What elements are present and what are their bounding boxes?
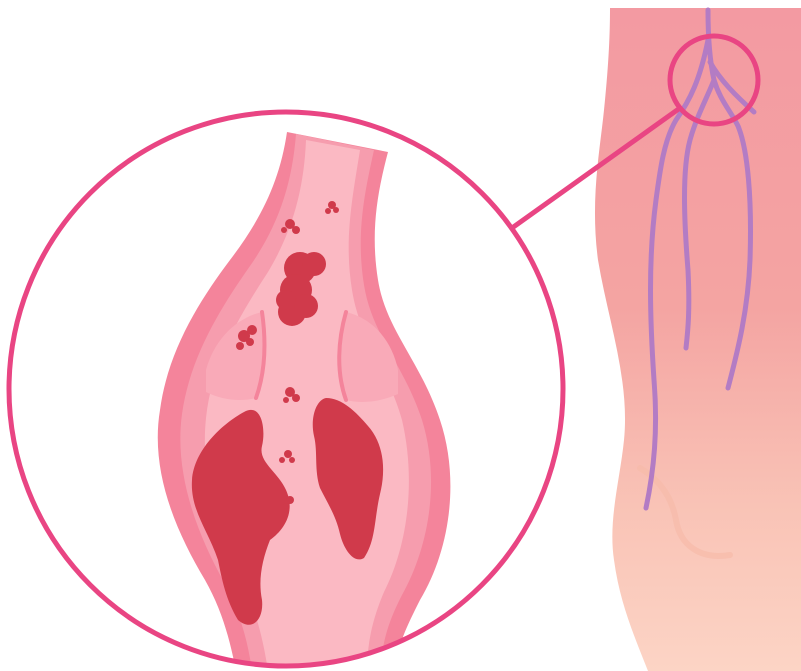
leg-silhouette-icon — [595, 8, 801, 671]
magnified-view — [9, 112, 563, 671]
leg — [595, 8, 801, 671]
